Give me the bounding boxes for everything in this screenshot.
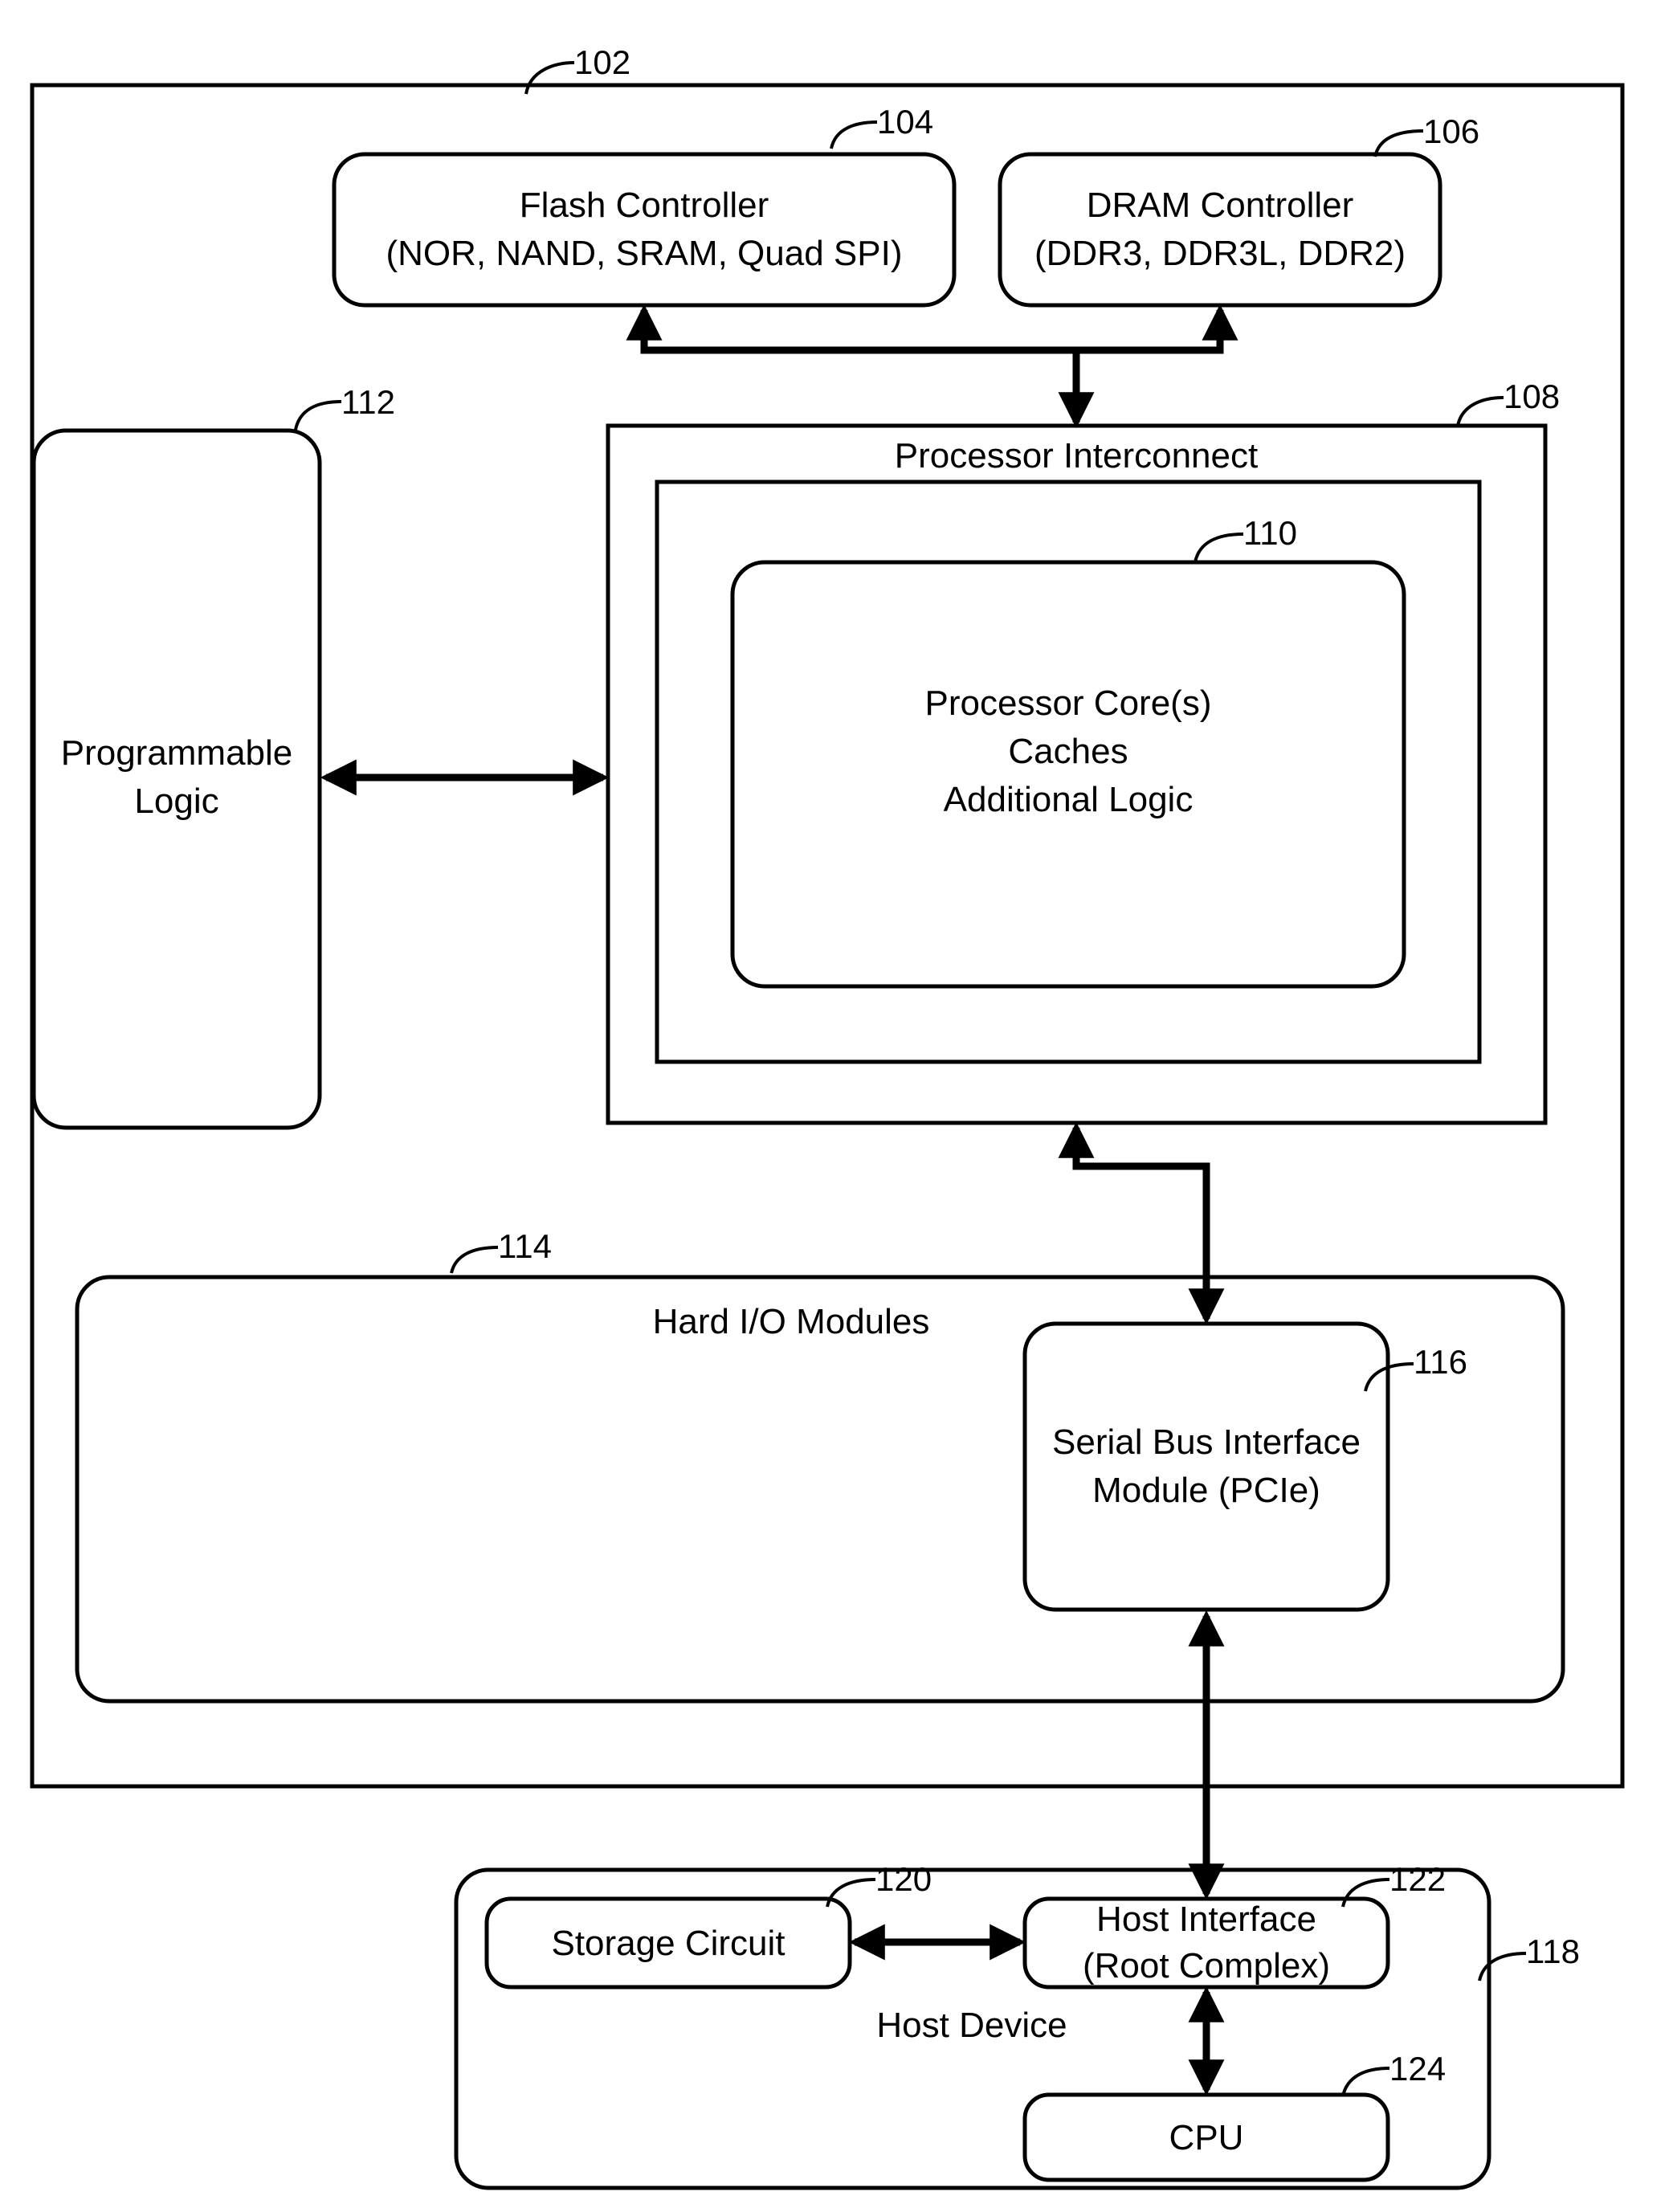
- flash-controller-types: (NOR, NAND, SRAM, Quad SPI): [386, 234, 902, 273]
- processor-inner-frame: [657, 482, 1479, 1062]
- leader-102: [526, 63, 574, 94]
- outer-block-border: [32, 85, 1622, 1786]
- flash-controller-box: [334, 154, 954, 305]
- interconnect-serial-bus-arrow: [1076, 1128, 1206, 1319]
- controllers-bus-arrow: [644, 310, 1220, 350]
- processor-core-block: Processor Core(s) Caches Additional Logi…: [732, 514, 1404, 986]
- ref-102: 102: [574, 43, 630, 81]
- connectors: [326, 310, 1220, 2090]
- dram-controller-block: DRAM Controller (DDR3, DDR3L, DDR2) 106: [1000, 112, 1479, 305]
- hard-io-modules-block: Hard I/O Modules 114: [77, 1227, 1563, 1701]
- programmable-logic-line1: Programmable: [61, 733, 293, 773]
- ref-112: 112: [341, 383, 395, 421]
- storage-circuit-label: Storage Circuit: [551, 1924, 785, 1963]
- flash-controller-block: Flash Controller (NOR, NAND, SRAM, Quad …: [334, 103, 954, 305]
- leader-118: [1479, 1953, 1526, 1981]
- ref-118: 118: [1526, 1932, 1580, 1970]
- serial-bus-interface-box: [1025, 1324, 1388, 1610]
- ref-116: 116: [1414, 1343, 1467, 1381]
- hard-io-modules-label: Hard I/O Modules: [653, 1302, 930, 1341]
- leader-124: [1343, 2068, 1389, 2096]
- leader-120: [827, 1879, 875, 1907]
- ref-104: 104: [877, 103, 933, 141]
- leader-104: [831, 122, 877, 149]
- programmable-logic-block: Programmable Logic 112: [34, 383, 395, 1128]
- dram-controller-types: (DDR3, DDR3L, DDR2): [1034, 234, 1406, 273]
- host-interface-line2: (Root Complex): [1083, 1946, 1330, 1985]
- serial-bus-interface-line2: Module (PCIe): [1092, 1471, 1320, 1510]
- host-device-block: Host Device 118: [456, 1870, 1580, 2188]
- ref-106: 106: [1423, 112, 1479, 150]
- ref-108: 108: [1504, 378, 1560, 415]
- processor-core-line2: Caches: [1008, 732, 1128, 771]
- host-interface-block: Host Interface (Root Complex) 122: [1025, 1860, 1446, 1987]
- serial-bus-interface-line1: Serial Bus Interface: [1052, 1422, 1361, 1462]
- dram-controller-box: [1000, 154, 1440, 305]
- dram-controller-title: DRAM Controller: [1087, 186, 1354, 225]
- processor-interconnect-label: Processor Interconnect: [895, 436, 1258, 475]
- processor-core-line1: Processor Core(s): [925, 684, 1212, 723]
- leader-122: [1343, 1879, 1389, 1907]
- processor-core-line3: Additional Logic: [944, 780, 1194, 819]
- ref-110: 110: [1243, 514, 1297, 552]
- cpu-label: CPU: [1169, 2118, 1244, 2157]
- programmable-logic-box: [34, 431, 320, 1128]
- ref-114: 114: [498, 1227, 552, 1265]
- flash-controller-title: Flash Controller: [520, 186, 769, 225]
- host-device-label: Host Device: [876, 2006, 1067, 2045]
- processor-core-box: [732, 562, 1404, 986]
- programmable-logic-line2: Logic: [134, 782, 218, 821]
- host-interface-line1: Host Interface: [1096, 1900, 1316, 1939]
- ref-124: 124: [1389, 2050, 1446, 2088]
- leader-108: [1458, 398, 1504, 426]
- leader-112: [296, 402, 341, 430]
- storage-circuit-block: Storage Circuit 120: [487, 1860, 932, 1987]
- leader-114: [451, 1247, 498, 1273]
- cpu-block: CPU 124: [1025, 2050, 1446, 2180]
- leader-110: [1195, 534, 1243, 562]
- ref-120: 120: [875, 1860, 932, 1898]
- serial-bus-interface-block: Serial Bus Interface Module (PCIe) 116: [1025, 1324, 1467, 1610]
- ref-122: 122: [1389, 1860, 1446, 1898]
